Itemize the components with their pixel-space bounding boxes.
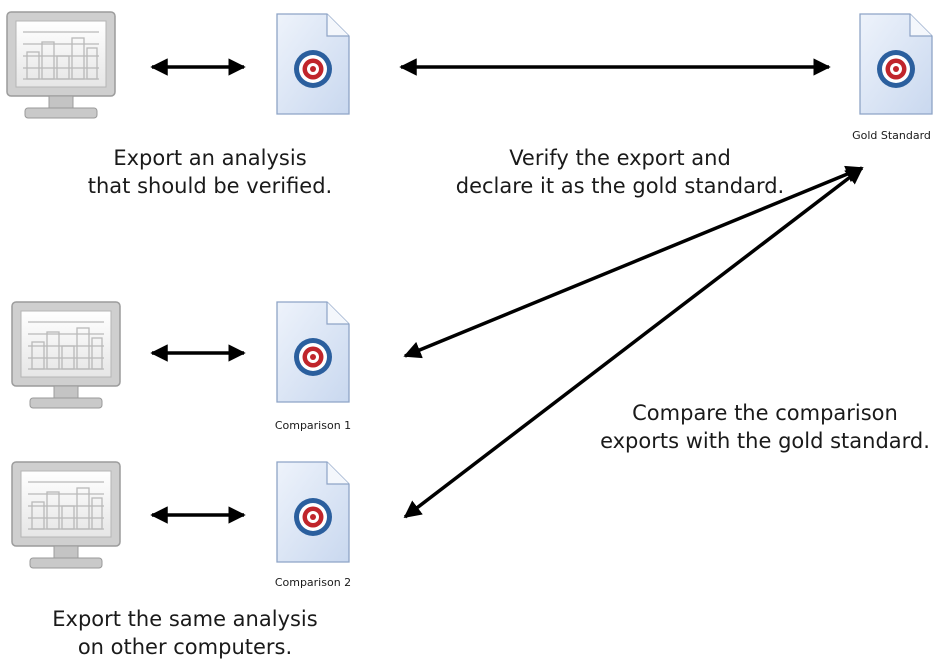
caption-verify-export: Verify the export and declare it as the … <box>400 145 840 200</box>
computer-icon-comparison-2 <box>11 461 121 569</box>
caption-verify-line-1: Verify the export and <box>509 146 731 170</box>
export-document-icon <box>276 13 350 115</box>
comparison-1-document-icon <box>276 301 350 403</box>
arrow-comparison-2-gold-standard <box>403 166 864 519</box>
gold-standard-document-icon <box>859 13 933 115</box>
comparison-2-document-icon <box>276 461 350 563</box>
caption-verify-line-2: declare it as the gold standard. <box>455 173 785 198</box>
comparison-1-label: Comparison 1 <box>274 419 352 432</box>
caption-export-line-1: Export an analysis <box>113 146 307 170</box>
computer-icon-main <box>6 11 116 119</box>
computer-icon-comparison-1 <box>11 301 121 409</box>
caption-export-line-2: that should be verified. <box>87 173 333 198</box>
caption-export-same-analysis: Export the same analysis on other comput… <box>0 606 370 661</box>
caption-compare-line-1: Compare the comparison <box>632 401 898 425</box>
caption-same-line-1: Export the same analysis <box>52 607 318 631</box>
caption-export-analysis: Export an analysis that should be verifi… <box>30 145 390 200</box>
caption-same-line-2: on other computers. <box>77 634 293 659</box>
comparison-2-label: Comparison 2 <box>274 576 352 589</box>
caption-compare-exports: Compare the comparison exports with the … <box>580 400 950 455</box>
gold-standard-label: Gold Standard <box>852 129 931 142</box>
caption-compare-line-2: exports with the gold standard. <box>600 428 930 453</box>
